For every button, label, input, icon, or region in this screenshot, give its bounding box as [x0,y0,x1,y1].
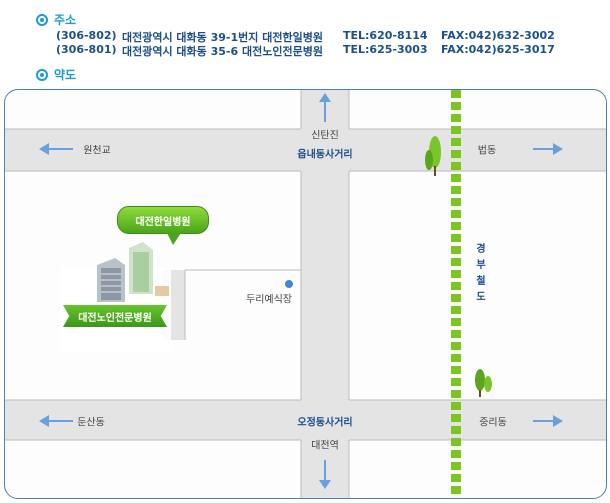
map-graphics [5,90,606,498]
map-title: 약도 [54,68,77,82]
arrow-down-icon [319,460,331,489]
east-bottom-label: 중리동 [479,417,507,429]
location-map: 대전한일병원 대전노인전문병원 신탄진 읍내동사거리 원천교 법동 두리예식장 … [4,89,607,499]
fax-text: FAX:042)625-3017 [441,43,555,56]
tel-text: TEL:625-3003 [343,43,428,56]
top-intersection-label: 읍내동사거리 [297,149,353,161]
tree-icon [425,136,441,176]
address-text: 대전광역시 대화동 39-1번지 대전한일병원 [122,31,323,44]
bullet-icon [36,13,48,26]
bottom-intersection-label: 오정동사거리 [297,417,353,429]
fax-text: FAX:042)632-3002 [441,29,555,42]
east-top-label: 법동 [477,145,497,157]
hospital-main-label: 대전한일병원 [117,206,209,234]
south-label: 대전역 [311,440,339,452]
railway-char: 철 [476,276,486,287]
railway-char: 부 [476,260,486,271]
west-bottom-label: 둔산동 [77,417,105,429]
arrow-up-icon [319,93,331,122]
address-text: 대전광역시 대화동 35-6 대전노인전문병원 [122,45,323,58]
road-edges [5,90,606,498]
postal-code: (306-802) [56,29,117,42]
hospital-elder-label: 대전노인전문병원 [63,305,167,327]
west-top-label: 원천교 [83,145,111,157]
address-title: 주소 [54,13,77,27]
bullet-icon [36,68,48,81]
roads [5,90,606,498]
arrow-left-icon [39,415,73,427]
bubble-tail [167,233,181,245]
north-label: 신탄진 [311,130,339,142]
arrow-left-icon [39,143,73,155]
address-heading: 주소 [36,11,76,28]
postal-code: (306-801) [56,43,117,56]
map-heading: 약도 [36,66,76,83]
railway-char: 경 [476,244,486,255]
hospital-building-icon [61,242,171,352]
location-dot-icon [285,280,293,288]
bus-stop-label: 두리예식장 [246,294,292,306]
arrow-right-icon [533,143,563,155]
direction-arrows [39,93,563,489]
railway-label: 경 부 철 도 [475,242,487,306]
tree-icon [475,369,492,397]
railway-char: 도 [476,292,486,303]
arrow-right-icon [533,415,563,427]
tel-text: TEL:620-8114 [343,29,428,42]
